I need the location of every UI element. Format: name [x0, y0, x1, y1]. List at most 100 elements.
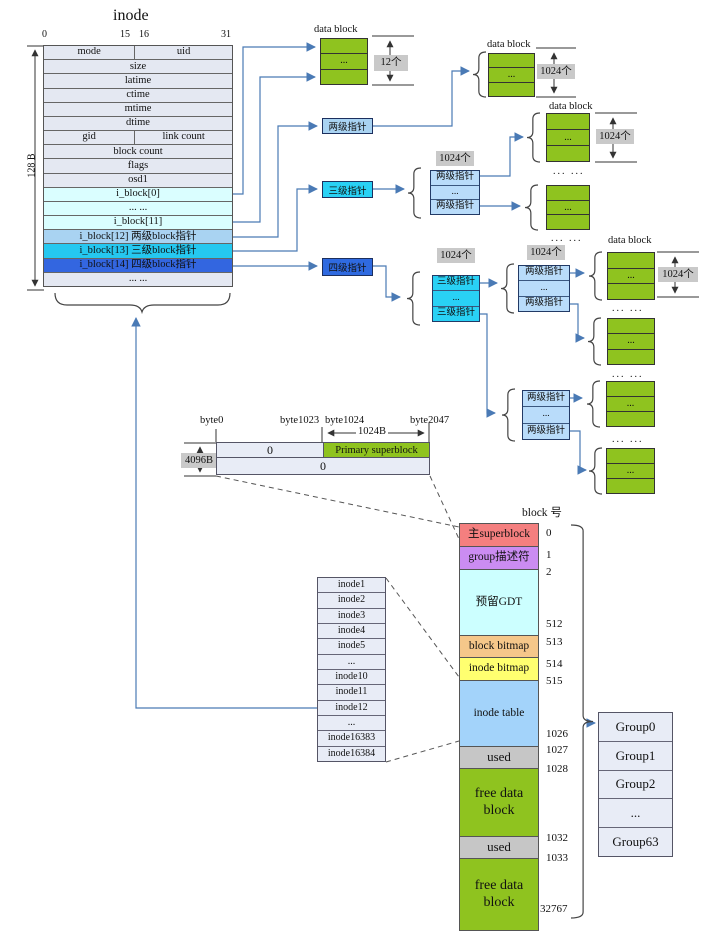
block-number: 1 [546, 549, 552, 561]
inode-row: dtime [44, 117, 232, 132]
data-block: ... [320, 38, 368, 85]
inode-list-item: inode1 [318, 578, 385, 594]
block-number: 1028 [546, 763, 568, 775]
block-group-column: 主superblock group描述符 预留GDT block bitmap … [459, 523, 539, 931]
count-1024-label: 1024个 [436, 151, 474, 166]
indirect-pointer-block: 两级指针 ... 两级指针 [522, 390, 570, 440]
brace [406, 271, 421, 326]
byte1024-label: byte1024 [325, 415, 365, 426]
pointer-level4-box: 四级指针 [322, 258, 373, 276]
under-brace [54, 292, 231, 315]
block-number: 1032 [546, 832, 568, 844]
count-1024-label: 1024个 [537, 64, 575, 79]
byte-layout-row1: 0 Primary superblock [216, 442, 430, 458]
block-row-inode-bitmap: inode bitmap [459, 658, 539, 681]
bit-label-16: 16 [139, 29, 149, 40]
data-block-label: data block [487, 39, 531, 50]
brace [501, 388, 516, 442]
byte0-label: byte0 [200, 415, 224, 426]
group-list-item: Group0 [599, 713, 672, 742]
block-row-superblock: 主superblock [459, 523, 539, 547]
block-row-group-desc: group描述符 [459, 547, 539, 570]
inode-row: latime [44, 74, 232, 89]
block-row-reserved-gdt: 预留GDT [459, 570, 539, 636]
block-number: 1033 [546, 852, 568, 864]
inode-list-item: inode11 [318, 685, 385, 701]
block-number: 514 [546, 658, 563, 670]
data-block: ... [488, 53, 535, 97]
span-4096B-label: 4096B [181, 453, 217, 468]
inode-row: flags [44, 159, 232, 174]
block-number: 515 [546, 675, 563, 687]
group-list-item: Group1 [599, 742, 672, 771]
byte1023-label: byte1023 [280, 415, 320, 426]
inode-list-item: ... [318, 655, 385, 670]
byte-layout-row2: 0 [216, 458, 430, 475]
inode-row-indirect4: i_block[14] 四级block指针 [44, 258, 232, 273]
ellipsis: ... ... [612, 434, 644, 445]
block-number: 2 [546, 566, 552, 578]
brace [570, 524, 594, 919]
block-number: 512 [546, 618, 563, 630]
inode-row: osd1 [44, 174, 232, 188]
block-row-inode-table: inode table [459, 681, 539, 747]
inode-list-item: inode2 [318, 593, 385, 609]
brace [588, 251, 603, 301]
bit-label-0: 0 [42, 29, 47, 40]
group-list-item: ... [599, 799, 672, 829]
inode-row-direct: i_block[11] [44, 216, 232, 231]
data-block: ... [607, 252, 655, 300]
brace [587, 317, 602, 366]
data-block: ... [606, 448, 655, 494]
inode-list-item: inode10 [318, 670, 385, 686]
block-row-used: used [459, 837, 539, 859]
count-12-label: 12个 [374, 55, 408, 71]
count-1024-label: 1024个 [527, 245, 565, 260]
brace [524, 184, 539, 231]
inode-list-item: ... [318, 716, 385, 732]
inode-list-item: inode5 [318, 639, 385, 655]
ellipsis: ... ... [612, 369, 644, 380]
inode-title: inode [113, 7, 149, 24]
indirect-pointer-block: 两级指针 ... 两级指针 [518, 265, 570, 312]
brace [472, 51, 487, 98]
brace [526, 112, 541, 163]
data-block: ... [546, 185, 590, 230]
block-row-free: free data block [459, 859, 539, 931]
inode-row-direct: ... ... [44, 201, 232, 217]
inode-row: block count [44, 145, 232, 160]
block-number: 32767 [540, 903, 568, 915]
primary-superblock-cell: Primary superblock [324, 443, 429, 457]
bit-label-31: 31 [221, 29, 231, 40]
inode-row: ... ... [128, 273, 148, 285]
inode-list-item: inode16383 [318, 731, 385, 747]
inode-row-indirect3: i_block[13] 三级block指针 [44, 244, 232, 259]
byte2047-label: byte2047 [410, 415, 450, 426]
data-block-label: data block [549, 101, 593, 112]
data-block-label: data block [314, 24, 358, 35]
bit-label-15: 15 [120, 29, 130, 40]
span-1024B-label: 1024B [356, 426, 389, 437]
inode-list-item: inode3 [318, 609, 385, 624]
group-list: Group0 Group1 Group2 ... Group63 [598, 712, 673, 857]
ellipsis: ... ... [612, 303, 644, 314]
brace [407, 167, 422, 219]
data-block: ... [546, 113, 590, 162]
inode-list-item: inode12 [318, 701, 385, 716]
block-number: 0 [546, 527, 552, 539]
brace [588, 447, 603, 495]
block-number: 1026 [546, 728, 568, 740]
inode-row: size [44, 60, 232, 75]
group-list-item: Group63 [612, 834, 659, 850]
brace [586, 380, 601, 428]
inode-list-item: inode4 [318, 624, 385, 640]
ellipsis: ... ... [553, 166, 585, 177]
inode-list-item: inode16384 [327, 747, 376, 759]
pointer-level2-box: 两级指针 [322, 118, 373, 134]
indirect-pointer-block: 三级指针 ... 三级指针 [432, 275, 480, 322]
count-1024-label: 1024个 [437, 248, 475, 263]
